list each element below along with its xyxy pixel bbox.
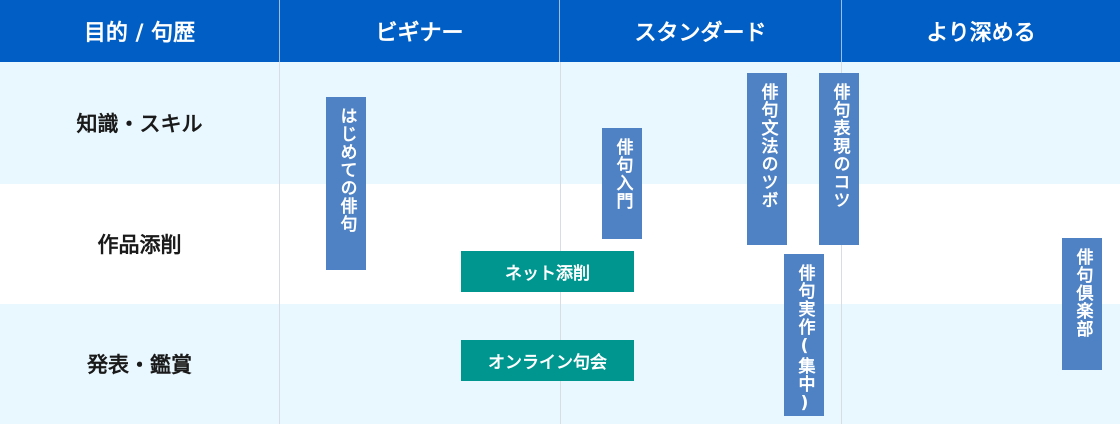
column-divider bbox=[279, 62, 280, 424]
column-divider bbox=[560, 62, 561, 424]
course-net-tensaku[interactable]: ネット添削 bbox=[461, 251, 634, 292]
header-purpose: 目的 / 句歴 bbox=[0, 0, 280, 62]
course-hajimete-no-haiku[interactable]: はじめての俳句 bbox=[326, 97, 366, 270]
row-label-knowledge-skill: 知識・スキル bbox=[76, 112, 203, 136]
course-haiku-bunpo-no-tsubo[interactable]: 俳句文法のツボ bbox=[747, 73, 787, 245]
course-haiku-hyogen-no-kotsu[interactable]: 俳句表現のコツ bbox=[819, 73, 859, 245]
course-haiku-club[interactable]: 俳句倶楽部 bbox=[1062, 238, 1102, 370]
header-row: 目的 / 句歴 ビギナー スタンダード より深める bbox=[0, 0, 1120, 62]
course-haiku-nyumon[interactable]: 俳句入門 bbox=[602, 128, 642, 239]
header-standard: スタンダード bbox=[560, 0, 842, 62]
header-advanced: より深める bbox=[926, 21, 1036, 46]
row-label-presentation: 発表・鑑賞 bbox=[87, 353, 192, 377]
header-beginner: ビギナー bbox=[280, 0, 560, 62]
course-haiku-jissaku-shuchu[interactable]: 俳句実作(集中) bbox=[784, 254, 824, 416]
course-online-kukai[interactable]: オンライン句会 bbox=[461, 340, 634, 381]
row-label-correction: 作品添削 bbox=[97, 233, 182, 257]
